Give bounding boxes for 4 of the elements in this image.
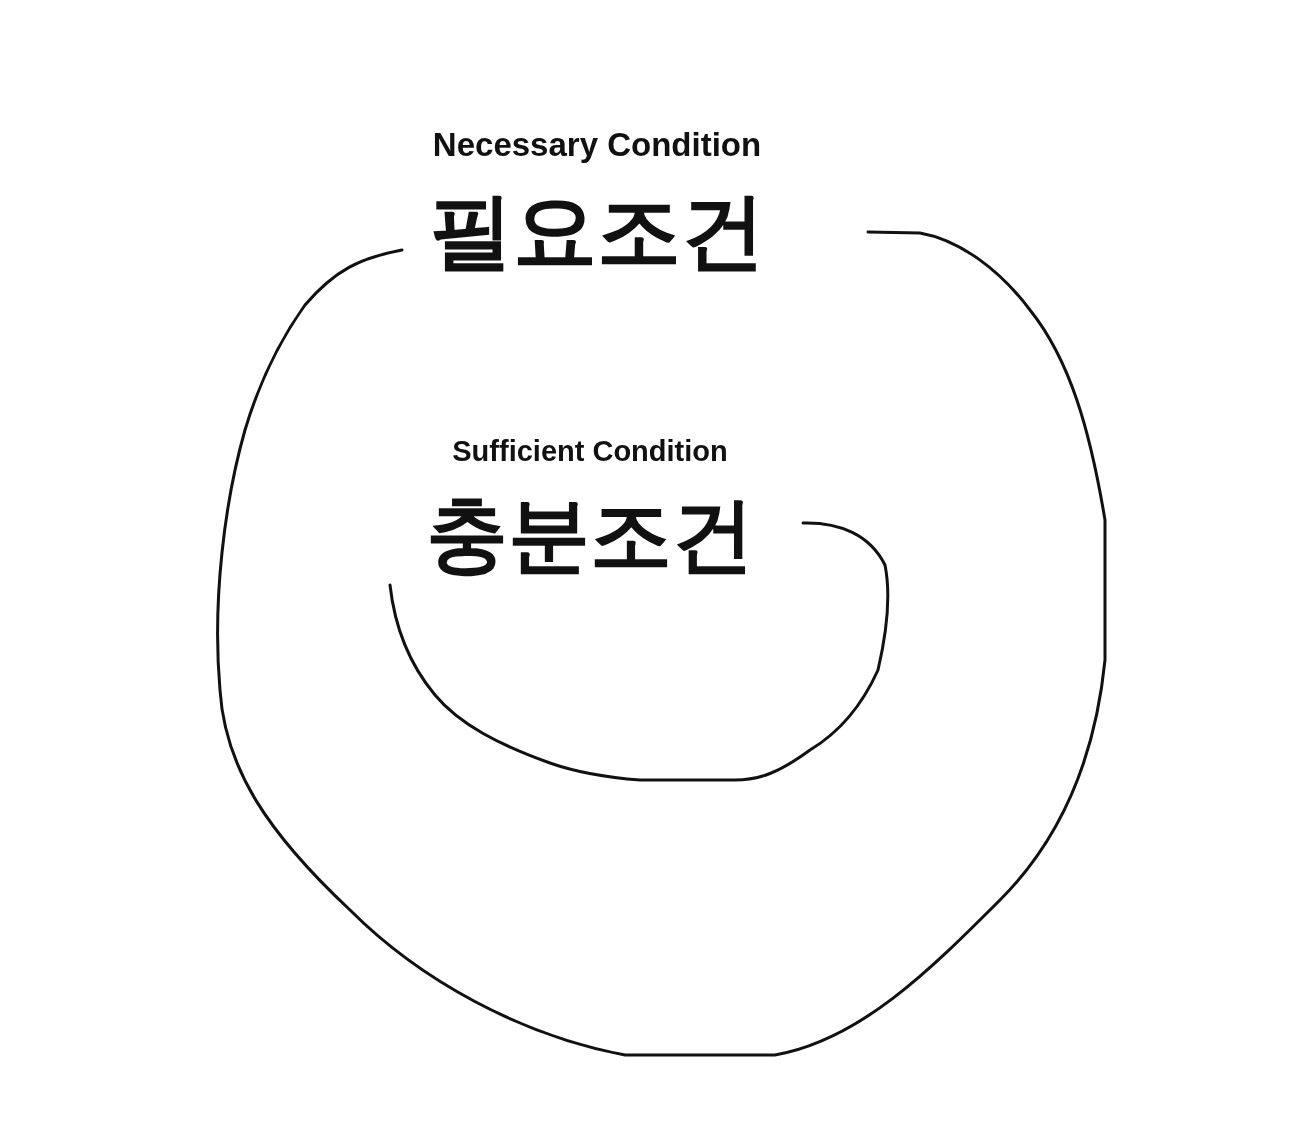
korean-term: 필요조건 xyxy=(429,185,765,278)
korean-term: 충분조건 xyxy=(426,490,754,581)
english-term: Necessary Condition xyxy=(432,127,762,164)
english-term: Sufficient Condition xyxy=(452,436,728,468)
